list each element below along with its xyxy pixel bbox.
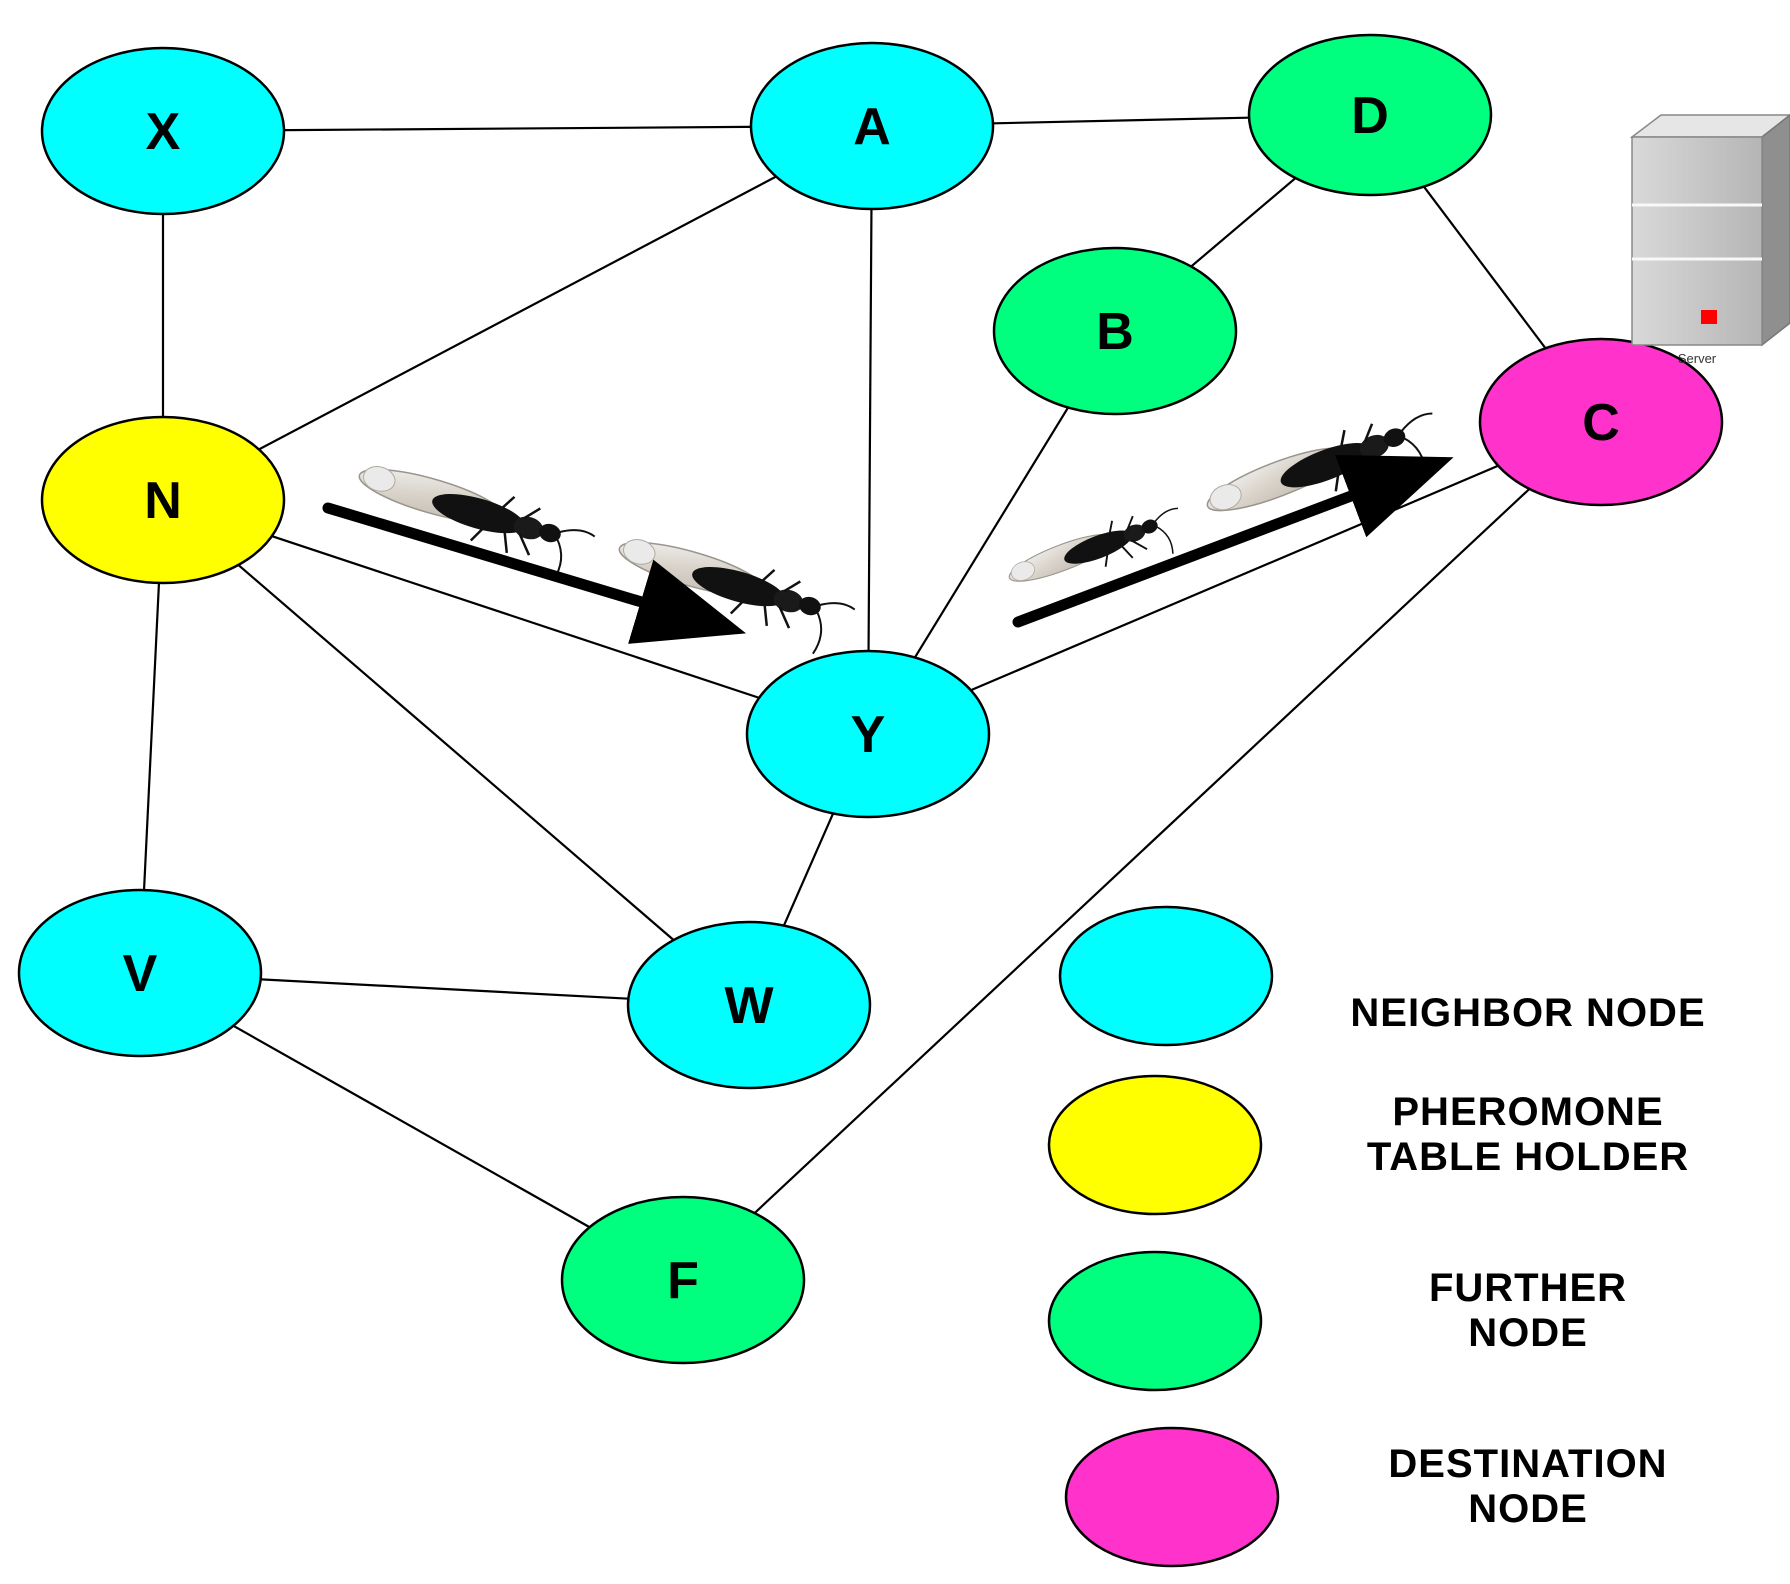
node-label: X: [146, 103, 181, 161]
nodes-layer: X A D B C N Y V W F: [17, 33, 1724, 1365]
legend-item-neighbor: NEIGHBOR NODE: [1058, 905, 1705, 1047]
legend-label: NODE: [1468, 1487, 1588, 1531]
edge-a-y: [866, 125, 874, 735]
edge-a-n: [162, 125, 873, 501]
node-ellipse: [1247, 33, 1493, 197]
edge-y-c: [867, 420, 1602, 736]
legend-swatch: [1047, 1250, 1263, 1392]
node-label: F: [667, 1252, 699, 1310]
node-ellipse: [40, 46, 286, 216]
node-label: B: [1096, 303, 1134, 361]
server-label: Server: [1678, 351, 1717, 366]
edge-f-c: [682, 421, 1602, 1281]
server-icon: Server: [1629, 114, 1790, 366]
arrows-layer: [322, 397, 1454, 663]
node-c: C: [1478, 337, 1724, 507]
direction-arrow: [322, 502, 747, 644]
edge-n-w: [162, 499, 750, 1006]
legend-swatch: [1047, 1074, 1263, 1216]
node-ellipse: [40, 415, 286, 585]
node-label: W: [724, 977, 774, 1035]
node-y: Y: [745, 649, 991, 819]
node-v: V: [17, 888, 263, 1058]
node-b: B: [992, 246, 1238, 416]
node-x: X: [40, 46, 286, 216]
legend-label: PHEROMONE: [1392, 1090, 1663, 1134]
node-label: Y: [851, 706, 886, 764]
direction-arrow: [1012, 454, 1454, 628]
edge-n-y: [162, 498, 869, 736]
node-a: A: [749, 41, 995, 211]
node-ellipse: [17, 888, 263, 1058]
node-w: W: [626, 920, 872, 1090]
node-label: C: [1582, 394, 1620, 452]
node-label: D: [1351, 87, 1389, 145]
node-ellipse: [992, 246, 1238, 416]
legend-swatch: [1064, 1426, 1280, 1568]
node-label: V: [123, 945, 158, 1003]
legend-swatch: [1058, 905, 1274, 1047]
legend-label: TABLE HOLDER: [1367, 1135, 1689, 1179]
node-ellipse: [626, 920, 872, 1090]
legend-label: DESTINATION: [1388, 1442, 1667, 1486]
node-ellipse: [1478, 337, 1724, 507]
node-n: N: [40, 415, 286, 585]
ant-arrow-n-y: [322, 452, 861, 663]
legend-label: NEIGHBOR NODE: [1350, 991, 1705, 1035]
ant-arrow-y-c: [1002, 397, 1454, 628]
server-led-icon: [1701, 310, 1717, 324]
node-ellipse: [749, 41, 995, 211]
node-ellipse: [745, 649, 991, 819]
legend-label: FURTHER: [1429, 1266, 1627, 1310]
node-ellipse: [560, 1195, 806, 1365]
node-f: F: [560, 1195, 806, 1365]
node-label: N: [144, 472, 182, 530]
node-label: A: [853, 98, 891, 156]
node-d: D: [1247, 33, 1493, 197]
ant-icon: [604, 525, 861, 663]
server-layer: Server: [1629, 114, 1790, 366]
legend-label: NODE: [1468, 1311, 1588, 1355]
